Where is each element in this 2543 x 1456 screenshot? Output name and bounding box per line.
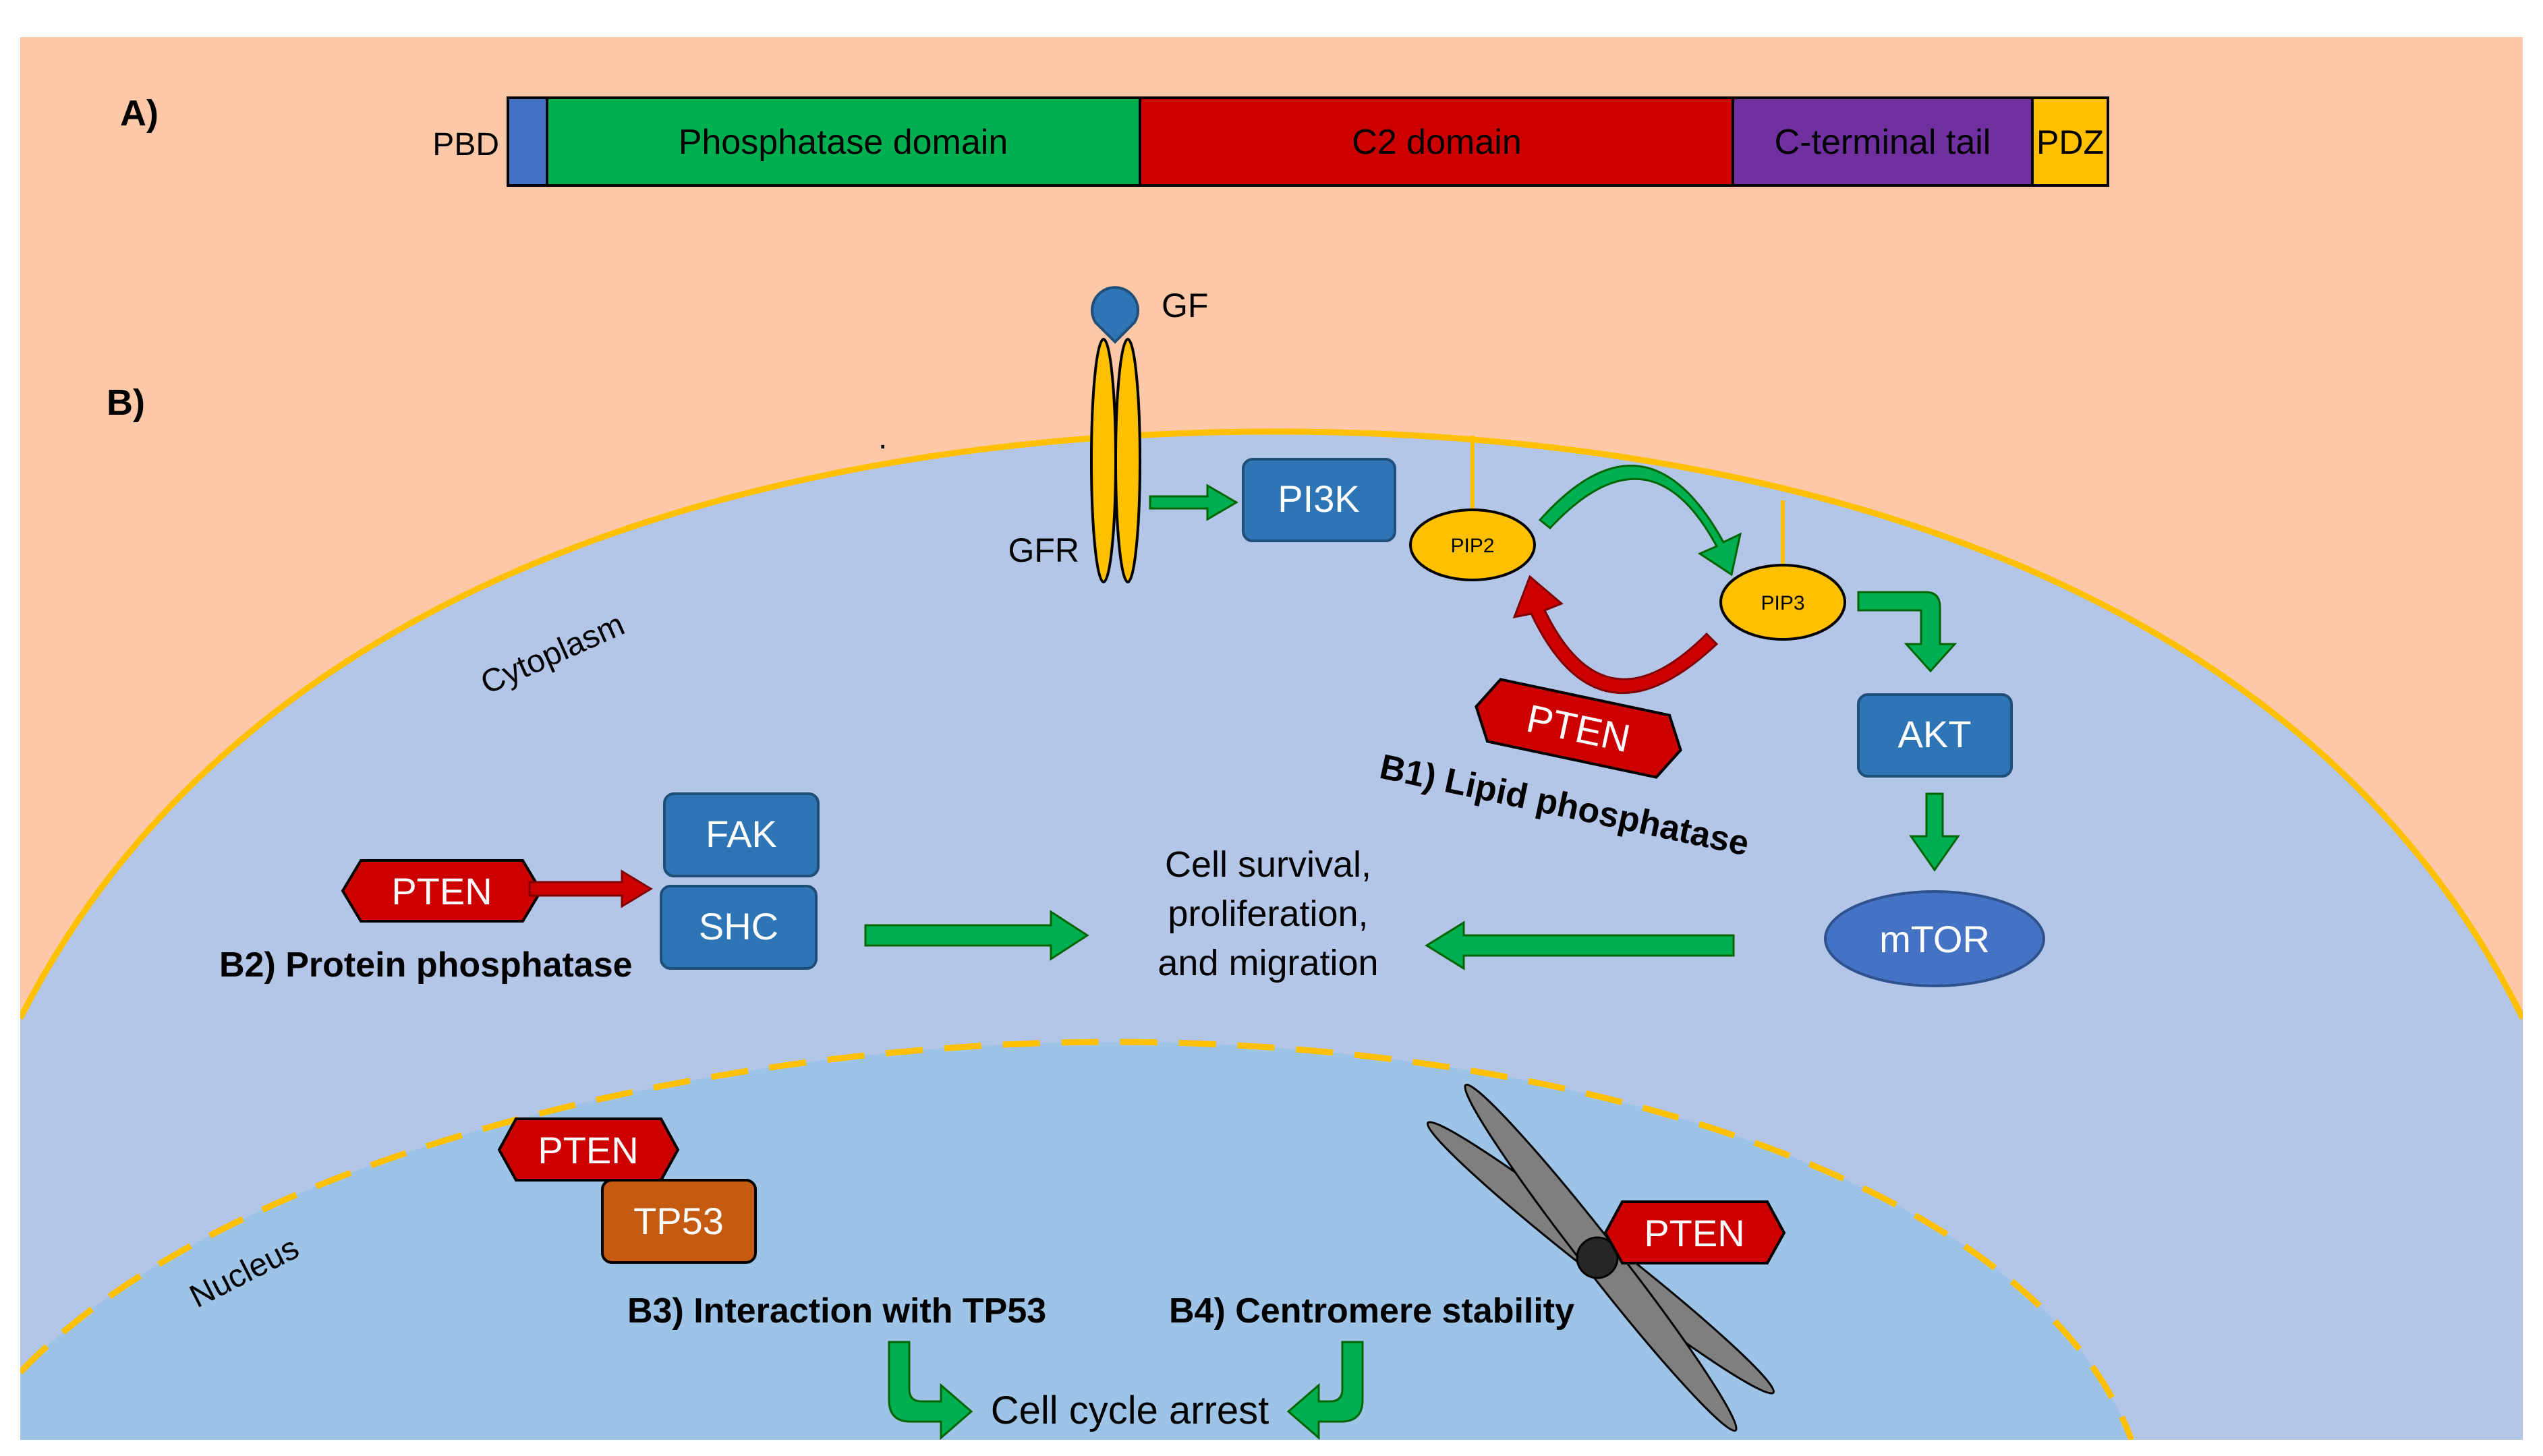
- akt-label: AKT: [1898, 713, 1972, 755]
- gfr-left-strand: [1090, 338, 1117, 583]
- c2-domain-label: C2 domain: [1352, 123, 1521, 162]
- pi3k-label: PI3K: [1278, 477, 1359, 520]
- pip3-label: PIP3: [1761, 592, 1804, 614]
- pbd-domain: [507, 96, 548, 187]
- pip3-to-pip2-arrow: [1512, 575, 1719, 695]
- pten-b2: [341, 859, 543, 923]
- pip2-label: PIP2: [1450, 535, 1494, 557]
- pten-b2-label: PTEN: [391, 870, 492, 912]
- b4-to-arrest-arrow: [1286, 1341, 1364, 1440]
- mtor: [1824, 890, 2045, 987]
- cell-membrane: [20, 428, 2523, 1020]
- gfr-right-strand: [1114, 338, 1141, 583]
- panel-a-label: A): [120, 93, 159, 134]
- pbd-label: PBD: [432, 127, 499, 163]
- gfr-to-pi3k-arrow: [1149, 484, 1238, 521]
- growth-factor: [1091, 286, 1139, 344]
- fak-box: [663, 792, 820, 877]
- pip2-to-pip3-arrow: [1538, 465, 1742, 577]
- nuclear-envelope: [20, 1039, 2135, 1440]
- b3-caption: B3) Interaction with TP53: [627, 1291, 1046, 1331]
- pdz-domain-label: PDZ: [2036, 123, 2104, 161]
- pten-to-fak-arrow: [528, 869, 653, 908]
- b2-caption: B2) Protein phosphatase: [219, 945, 633, 985]
- shc-to-outcome-arrow: [864, 910, 1089, 961]
- mtor-to-outcome-arrow: [1425, 921, 1735, 970]
- panel-b-label: B): [107, 382, 145, 423]
- akt-to-mtor-arrow: [1909, 792, 1960, 872]
- tp53-box: [601, 1179, 757, 1264]
- pip2: [1409, 508, 1536, 581]
- pten-b4-label: PTEN: [1644, 1212, 1744, 1254]
- outcome-line-1: Cell survival,: [1165, 844, 1371, 885]
- pip3: [1719, 564, 1846, 641]
- centromere: [1576, 1236, 1619, 1279]
- pten-b3: [497, 1117, 680, 1182]
- cell-cycle-arrest-label: Cell cycle arrest: [991, 1389, 1269, 1432]
- pten-b3-label: PTEN: [538, 1129, 638, 1171]
- pdz-domain: [2031, 96, 2109, 187]
- shc-box: [660, 885, 818, 970]
- shc-label: SHC: [699, 905, 778, 948]
- b3-to-arrest-arrow: [888, 1341, 973, 1440]
- phosphatase-domain: [546, 96, 1141, 187]
- mtor-label: mTOR: [1879, 918, 1990, 960]
- tp53-label: TP53: [633, 1200, 724, 1242]
- outcome-line-2: proliferation,: [1168, 894, 1368, 934]
- fak-label: FAK: [706, 813, 777, 855]
- c-terminal-tail-label: C-terminal tail: [1775, 123, 1991, 162]
- gf-label: GF: [1162, 287, 1208, 324]
- pten-b1: PTEN: [1475, 678, 1682, 779]
- akt-box: [1857, 693, 2013, 778]
- pip3-to-akt-arrow: [1857, 591, 1958, 673]
- pi3k-box: [1242, 458, 1396, 542]
- phosphatase-domain-label: Phosphatase domain: [679, 123, 1008, 162]
- b4-caption: B4) Centromere stability: [1169, 1291, 1574, 1331]
- c2-domain: [1139, 96, 1734, 187]
- stray-dot: .: [878, 420, 887, 456]
- pten-b4: [1603, 1200, 1786, 1264]
- gfr-label: GFR: [1008, 531, 1079, 569]
- outcome-line-3: and migration: [1158, 943, 1378, 983]
